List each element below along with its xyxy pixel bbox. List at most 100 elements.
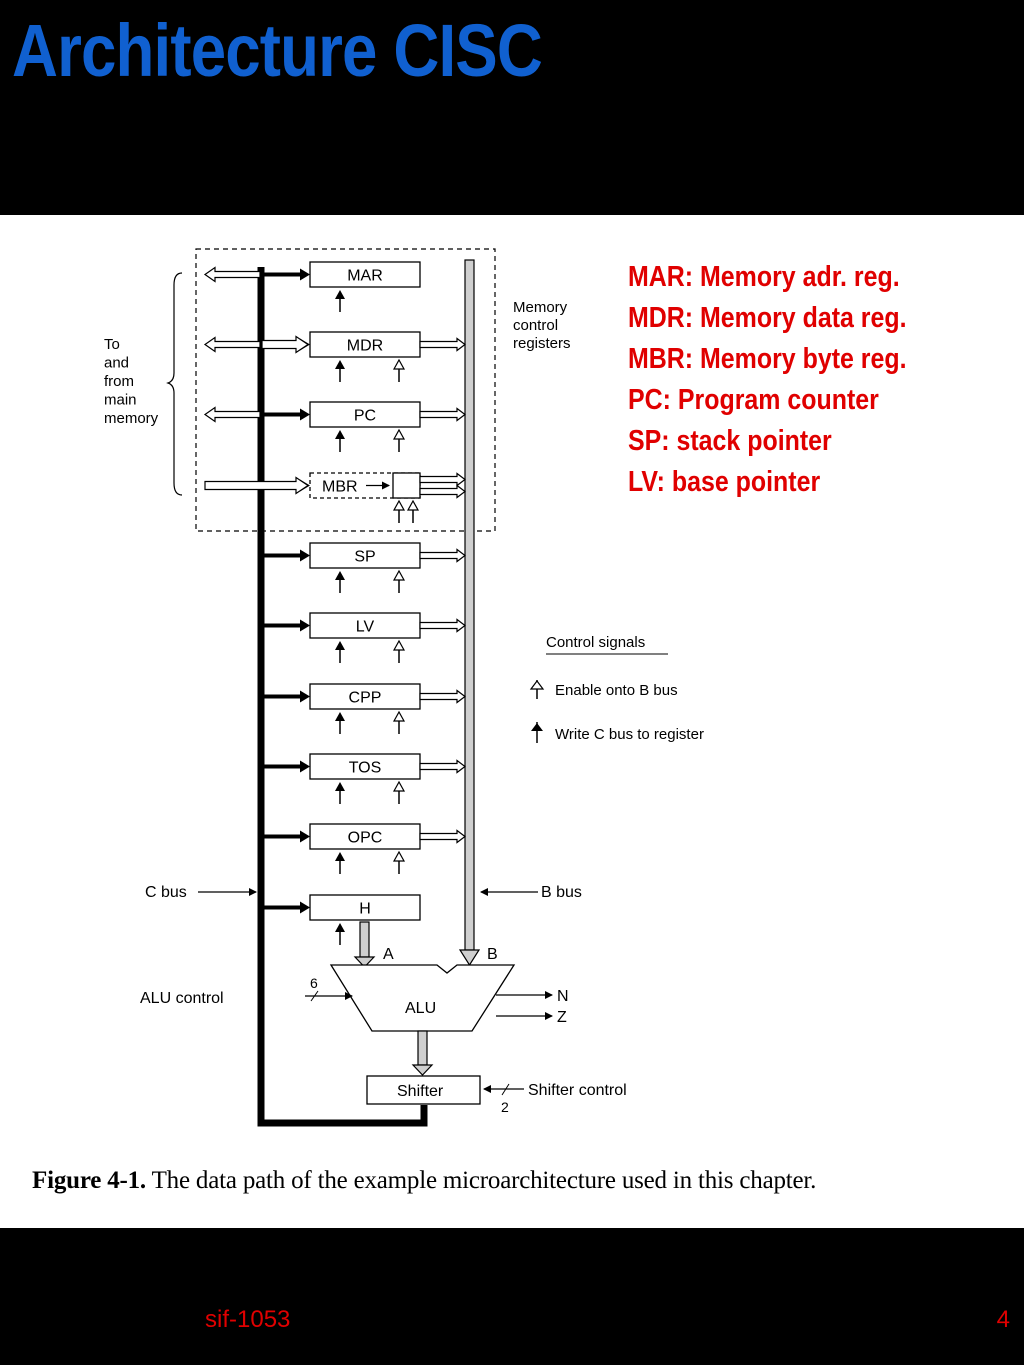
register-label-pc: PC bbox=[354, 408, 376, 425]
write-signal-icon bbox=[335, 430, 345, 439]
register-label-mar: MAR bbox=[347, 268, 383, 285]
legend-item-mbr: MBR: Memory byte reg. bbox=[628, 343, 907, 375]
shifter-control-bits: 2 bbox=[501, 1099, 509, 1115]
alu-to-shifter-arrow bbox=[411, 1030, 434, 1076]
memory-control-box bbox=[195, 248, 496, 532]
footer-label: sif-1053 bbox=[205, 1306, 291, 1333]
svg-text:memory: memory bbox=[104, 410, 159, 427]
memory-output-arrow bbox=[203, 336, 261, 353]
b-bus-output-arrow bbox=[419, 548, 466, 563]
write-signal-icon bbox=[335, 360, 345, 369]
register-h: H bbox=[264, 894, 421, 945]
b-bus-output-arrow bbox=[419, 337, 466, 352]
alu-control-label: ALU control bbox=[140, 990, 224, 1007]
register-label-opc: OPC bbox=[348, 830, 383, 847]
register-label-sp: SP bbox=[354, 549, 375, 566]
memory-brace bbox=[166, 272, 183, 496]
enable-signal-icon bbox=[392, 499, 406, 511]
alu-label: ALU bbox=[405, 1000, 436, 1017]
register-box bbox=[309, 823, 421, 850]
c-bus-line bbox=[257, 267, 428, 1127]
legend-item-mdr: MDR: Memory data reg. bbox=[628, 302, 907, 334]
page-number: 4 bbox=[996, 1306, 1010, 1333]
enable-signal-label: Enable onto B bus bbox=[555, 682, 678, 699]
write-signal-icon bbox=[335, 641, 345, 650]
enable-signal-icon bbox=[392, 780, 406, 792]
c-bus-label: C bus bbox=[145, 884, 187, 901]
register-box bbox=[309, 261, 421, 288]
alu-input-a-label: A bbox=[383, 946, 394, 963]
b-bus-output-arrow bbox=[419, 472, 466, 487]
register-mdr: MDR bbox=[203, 331, 466, 382]
register-label-cpp: CPP bbox=[349, 690, 382, 707]
svg-text:Memory: Memory bbox=[513, 299, 568, 316]
svg-text:main: main bbox=[104, 392, 137, 409]
write-signal-icon bbox=[335, 290, 345, 299]
memory-input-arrow bbox=[204, 476, 310, 495]
write-signal-icon bbox=[335, 571, 345, 580]
legend-item-lv: LV: base pointer bbox=[628, 466, 821, 498]
figure-caption-text: The data path of the example microarchit… bbox=[151, 1167, 817, 1194]
footer-bar: sif-1053 4 bbox=[0, 1228, 1024, 1365]
flag-n-label: N bbox=[557, 988, 569, 1005]
figure-caption: Figure 4-1. The data path of the example… bbox=[32, 1167, 816, 1195]
register-box bbox=[309, 894, 421, 921]
register-box bbox=[309, 683, 421, 710]
register-label-mdr: MDR bbox=[347, 338, 383, 355]
b-bus-label: B bus bbox=[541, 884, 582, 901]
write-signal-icon bbox=[335, 852, 345, 861]
alu-input-a-arrow bbox=[353, 921, 376, 968]
register-cpp: CPP bbox=[264, 683, 466, 734]
enable-signal-icon bbox=[406, 499, 420, 511]
register-label-lv: LV bbox=[356, 619, 375, 636]
memory-input-arrow bbox=[261, 335, 310, 354]
register-box bbox=[309, 331, 421, 358]
memory-output-arrow bbox=[203, 406, 261, 423]
register-pc: PC bbox=[203, 401, 466, 452]
register-tos: TOS bbox=[264, 753, 466, 804]
register-box bbox=[309, 612, 421, 639]
b-bus-output-arrow bbox=[419, 407, 466, 422]
b-bus-output-arrow bbox=[419, 689, 466, 704]
b-bus-output-arrow bbox=[419, 759, 466, 774]
alu-control-bits: 6 bbox=[310, 975, 318, 991]
legend-item-mar: MAR: Memory adr. reg. bbox=[628, 261, 900, 293]
register-opc: OPC bbox=[264, 823, 466, 874]
enable-signal-icon bbox=[392, 639, 406, 651]
legend-item-sp: SP: stack pointer bbox=[628, 425, 832, 457]
enable-signal-icon bbox=[392, 569, 406, 581]
register-label-tos: TOS bbox=[349, 760, 382, 777]
svg-text:from: from bbox=[104, 373, 134, 390]
svg-text:registers: registers bbox=[513, 335, 571, 352]
register-box bbox=[309, 542, 421, 569]
memory-output-arrow bbox=[203, 266, 261, 283]
alu-shape bbox=[329, 964, 516, 1032]
write-signal-icon bbox=[335, 923, 345, 932]
shifter-label: Shifter bbox=[397, 1083, 444, 1100]
legend-item-pc: PC: Program counter bbox=[628, 384, 879, 416]
register-sp: SP bbox=[264, 542, 466, 593]
enable-signal-icon bbox=[392, 428, 406, 440]
enable-signal-icon bbox=[529, 680, 545, 699]
control-signals-title: Control signals bbox=[546, 634, 645, 651]
write-signal-icon bbox=[335, 712, 345, 721]
write-signal-icon bbox=[531, 722, 543, 743]
b-bus-output-arrow bbox=[419, 484, 466, 499]
shifter-control-label: Shifter control bbox=[528, 1082, 627, 1099]
write-signal-icon bbox=[335, 782, 345, 791]
b-bus-line bbox=[458, 259, 481, 967]
alu-input-b-label: B bbox=[487, 946, 498, 963]
b-bus-output-arrow bbox=[419, 618, 466, 633]
b-bus-output-arrow bbox=[419, 829, 466, 844]
flag-z-label: Z bbox=[557, 1009, 567, 1026]
write-signal-label: Write C bus to register bbox=[555, 726, 704, 743]
enable-signal-icon bbox=[392, 710, 406, 722]
register-label-h: H bbox=[359, 901, 371, 918]
shifter-box bbox=[366, 1075, 481, 1105]
svg-text:and: and bbox=[104, 355, 129, 372]
register-mbr: MBR bbox=[204, 472, 466, 523]
